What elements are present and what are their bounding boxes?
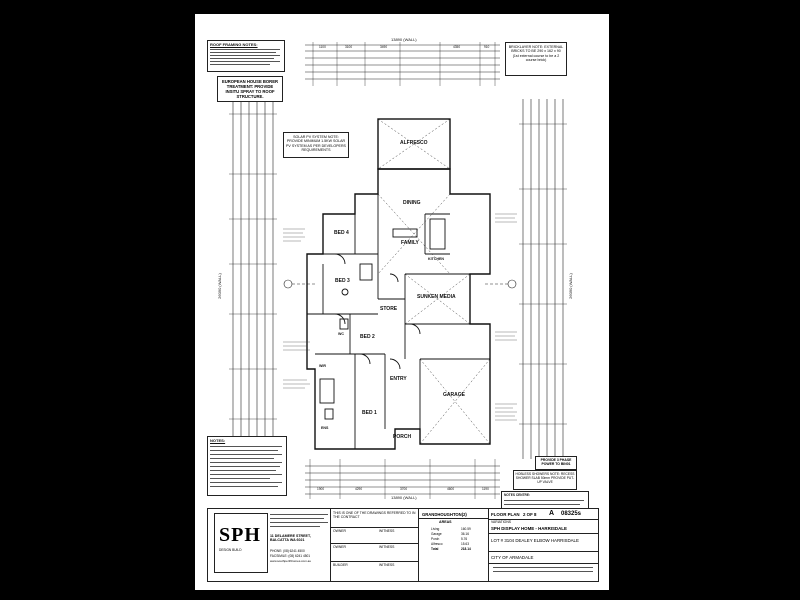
bricklayer-text: BRICKLAYER NOTE: EXTERNAL BRICKS TO BE 2… (508, 45, 564, 63)
area-label-alfresco: Alfresco (431, 542, 443, 546)
variations-label: VARIATIONS (491, 520, 512, 524)
room-wc: WC (338, 332, 344, 336)
top-dim-2: 3100 (345, 45, 353, 49)
top-dim-3: 3490 (380, 45, 388, 49)
bricklayer-note: BRICKLAYER NOTE: EXTERNAL BRICKS TO BE 2… (505, 42, 567, 76)
council-name: CITY OF ARMADALE (491, 555, 534, 560)
overall-depth-dimension-left: 26090 (WALL) (216, 273, 222, 299)
design-name: GRANDHOUGHTON(2) (422, 512, 467, 517)
sheet-type: FLOOR PLAN (491, 512, 520, 517)
owner-label-2: OWNER (333, 545, 346, 549)
hobless-showers-note: HOBLESS SHOWERS NOTE: RECESS SHOWER SLAB… (513, 470, 577, 490)
general-notes-title: NOTES: (210, 438, 226, 443)
room-kitchen: KITCHEN (428, 257, 444, 261)
roof-framing-title: ROOF FRAMING NOTES: (210, 42, 258, 47)
room-dining: DINING (403, 200, 421, 206)
floor-plan-drawing (229, 42, 567, 499)
room-bed1: BED 1 (362, 410, 377, 416)
general-notes: NOTES: (207, 436, 287, 496)
overall-width-dimension: 13890 (WALL) (391, 37, 417, 42)
areas-title: AREAS (439, 520, 452, 524)
room-bed2: BED 2 (360, 334, 375, 340)
area-label-living: Living (431, 527, 440, 531)
bottom-dim-4: 4600 (447, 487, 455, 491)
signature-panel: THIS IS ONE OF THE DRAWINGS REFERRED TO … (330, 509, 419, 581)
company-logo: SPH DESIGN BUILD (214, 513, 268, 573)
borer-treatment-note: EUROPEAN HOUSE BORER TREATMENT: PROVIDE … (217, 76, 283, 102)
design-panel: GRANDHOUGHTON(2) AREAS Living 160.59 Gar… (418, 509, 489, 581)
room-bed4: BED 4 (334, 230, 349, 236)
top-dim-1: 1100 (319, 45, 326, 49)
overall-depth-dimension-right: 26090 (WALL) (567, 273, 573, 299)
sheet-number: 2 OF 8 (523, 512, 537, 517)
three-phase-note: PROVIDE 3 PHASE POWER TO BIN01 (535, 456, 577, 470)
borer-treatment-text: EUROPEAN HOUSE BORER TREATMENT: PROVIDE … (221, 79, 279, 100)
notes-centre-title: NOTES CENTRE: (504, 493, 531, 497)
witness-label-2: WITNESS (379, 545, 395, 549)
job-number: 08325s (561, 511, 582, 517)
room-alfresco: ALFRESCO (400, 140, 428, 146)
area-value-total: 218.14 (461, 547, 471, 551)
bottom-dim-5: 1190 (482, 487, 489, 491)
room-porch: PORCH (393, 434, 412, 440)
company-address: 11 DELAMERE STREET, BALCATTA WA 6021 (270, 534, 311, 543)
drawing-sheet: 13890 (WALL) 1100 3100 3490 4350 910 190… (195, 14, 609, 590)
area-value-alfresco: 15.63 (461, 542, 469, 546)
three-phase-text: PROVIDE 3 PHASE POWER TO BIN01 (540, 458, 572, 467)
area-value-garage: 36.16 (461, 532, 469, 536)
sheet-info-panel: FLOOR PLAN 2 OF 8 A 08325s VARIATIONS SP… (488, 509, 599, 581)
site-address: LOT # 3104 DEALEY ELBOW HARRISDALE (491, 538, 579, 543)
overall-width-dimension-bottom: 13890 (WALL) (391, 495, 417, 500)
revision: A (549, 510, 555, 517)
room-bed3: BED 3 (335, 278, 350, 284)
room-sunken-media: SUNKEN MEDIA (417, 294, 456, 300)
area-value-living: 160.59 (461, 527, 471, 531)
top-dim-4: 4350 (453, 45, 461, 49)
room-ensuite: ENS (321, 426, 329, 430)
solar-pv-note: SOLAR PV SYSTEM NOTE: PROVIDE MINIMUM 1.… (283, 132, 349, 158)
logo-subtext: DESIGN BUILD (219, 548, 242, 552)
bottom-dim-3: 3700 (400, 487, 408, 491)
company-web: www.southperthhomes.com.au (270, 559, 312, 563)
title-block: SPH DESIGN BUILD 11 DELAMERE STREET, BAL… (207, 508, 599, 582)
company-fax: FACSIMILE: (08) 6241 4501 (270, 554, 311, 558)
room-wir: WIR (319, 364, 326, 368)
builder-label: BUILDER (333, 563, 348, 567)
room-family: FAMILY (401, 240, 419, 246)
area-label-garage: Garage (431, 532, 442, 536)
room-entry: ENTRY (390, 376, 407, 382)
area-label-total: Total (431, 547, 439, 551)
client-name: SPH DISPLAY HOME - HARRISDALE (491, 526, 567, 531)
witness-label-1: WITNESS (379, 529, 395, 533)
company-details: 11 DELAMERE STREET, BALCATTA WA 6021 PHO… (270, 514, 330, 574)
contract-disclaimer: THIS IS ONE OF THE DRAWINGS REFERRED TO … (333, 511, 416, 520)
top-dim-5: 910 (484, 45, 490, 49)
roof-framing-notes: ROOF FRAMING NOTES: (207, 40, 285, 72)
area-value-porch: 5.76 (461, 537, 468, 541)
logo-text: SPH (219, 524, 261, 546)
bottom-dim-2: 4290 (355, 487, 363, 491)
witness-label-3: WITNESS (379, 563, 395, 567)
room-store: STORE (380, 306, 398, 312)
area-label-porch: Porch (431, 537, 440, 541)
room-garage: GARAGE (443, 392, 465, 398)
company-phone: PHONE: (08) 6241 4500 (270, 549, 305, 553)
bottom-dim-1: 1900 (317, 487, 325, 491)
solar-pv-text: SOLAR PV SYSTEM NOTE: PROVIDE MINIMUM 1.… (286, 135, 346, 152)
owner-label-1: OWNER (333, 529, 346, 533)
hobless-showers-text: HOBLESS SHOWERS NOTE: RECESS SHOWER SLAB… (515, 472, 575, 485)
